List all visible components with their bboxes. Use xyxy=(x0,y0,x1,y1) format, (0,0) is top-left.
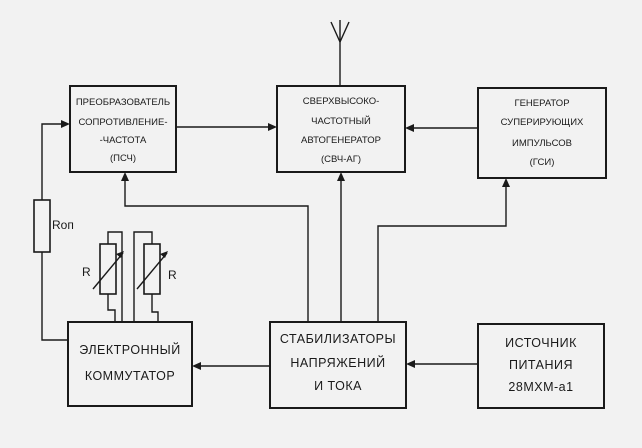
arrow-stabilizers-to-pulse xyxy=(377,178,510,322)
power-source-line-3: 28МХМ-а1 xyxy=(508,380,573,394)
r-right-label: R xyxy=(168,268,177,282)
converter-line-2: СОПРОТИВЛЕНИЕ- xyxy=(78,117,167,128)
microwave-generator-block: СВЕРХВЫСОКО- ЧАСТОТНЫЙ АВТОГЕНЕРАТОР (СВ… xyxy=(276,85,406,173)
stabilizers-line-2: НАПРЯЖЕНИЙ xyxy=(290,355,385,370)
arrow-converter-to-microwave xyxy=(176,123,277,131)
microwave-generator-line-3: АВТОГЕНЕРАТОР xyxy=(301,135,381,146)
variable-resistor-right xyxy=(133,231,168,322)
power-source-line-1: ИСТОЧНИК xyxy=(505,336,577,350)
pulse-generator-line-3: ИМПУЛЬСОВ xyxy=(512,138,572,149)
microwave-generator-line-2: ЧАСТОТНЫЙ xyxy=(311,115,371,127)
stabilizers-line-1: СТАБИЛИЗАТОРЫ xyxy=(280,332,396,346)
stabilizers-block: СТАБИЛИЗАТОРЫ НАПРЯЖЕНИЙ И ТОКА xyxy=(269,321,407,409)
stabilizers-line-3: И ТОКА xyxy=(314,379,362,393)
arrow-pulse-to-microwave xyxy=(405,124,478,132)
rop-label: Rоп xyxy=(52,218,74,232)
power-source-block: ИСТОЧНИК ПИТАНИЯ 28МХМ-а1 xyxy=(477,323,605,409)
arrow-stabilizers-to-converter xyxy=(121,172,309,322)
electronic-switch-line-2: КОММУТАТОР xyxy=(85,369,175,383)
converter-block: ПРЕОБРАЗОВАТЕЛЬ СОПРОТИВЛЕНИЕ- -ЧАСТОТА … xyxy=(69,85,177,173)
converter-line-1: ПРЕОБРАЗОВАТЕЛЬ xyxy=(76,97,170,108)
pulse-generator-line-4: (ГСИ) xyxy=(530,157,555,168)
variable-resistor-left xyxy=(92,231,124,322)
rop-resistor xyxy=(33,199,51,253)
rop-feedback-line xyxy=(41,120,70,341)
electronic-switch-block: ЭЛЕКТРОННЫЙ КОММУТАТОР xyxy=(67,321,193,407)
pulse-generator-block: ГЕНЕРАТОР СУПЕРИРУЮЩИХ ИМПУЛЬСОВ (ГСИ) xyxy=(477,87,607,179)
pulse-generator-line-1: ГЕНЕРАТОР xyxy=(514,98,569,109)
pulse-generator-line-2: СУПЕРИРУЮЩИХ xyxy=(501,117,584,128)
electronic-switch-line-1: ЭЛЕКТРОННЫЙ xyxy=(79,342,180,357)
microwave-generator-line-1: СВЕРХВЫСОКО- xyxy=(303,96,380,107)
arrow-stabilizers-to-switch xyxy=(192,362,270,370)
power-source-line-2: ПИТАНИЯ xyxy=(509,358,573,372)
antenna-icon xyxy=(330,20,350,86)
converter-line-4: (ПСЧ) xyxy=(110,153,136,164)
r-left-label: R xyxy=(82,265,91,279)
converter-line-3: -ЧАСТОТА xyxy=(100,135,147,146)
arrow-stabilizers-to-microwave xyxy=(337,172,345,322)
arrow-power-to-stabilizers xyxy=(406,360,478,368)
microwave-generator-line-4: (СВЧ-АГ) xyxy=(321,154,361,165)
